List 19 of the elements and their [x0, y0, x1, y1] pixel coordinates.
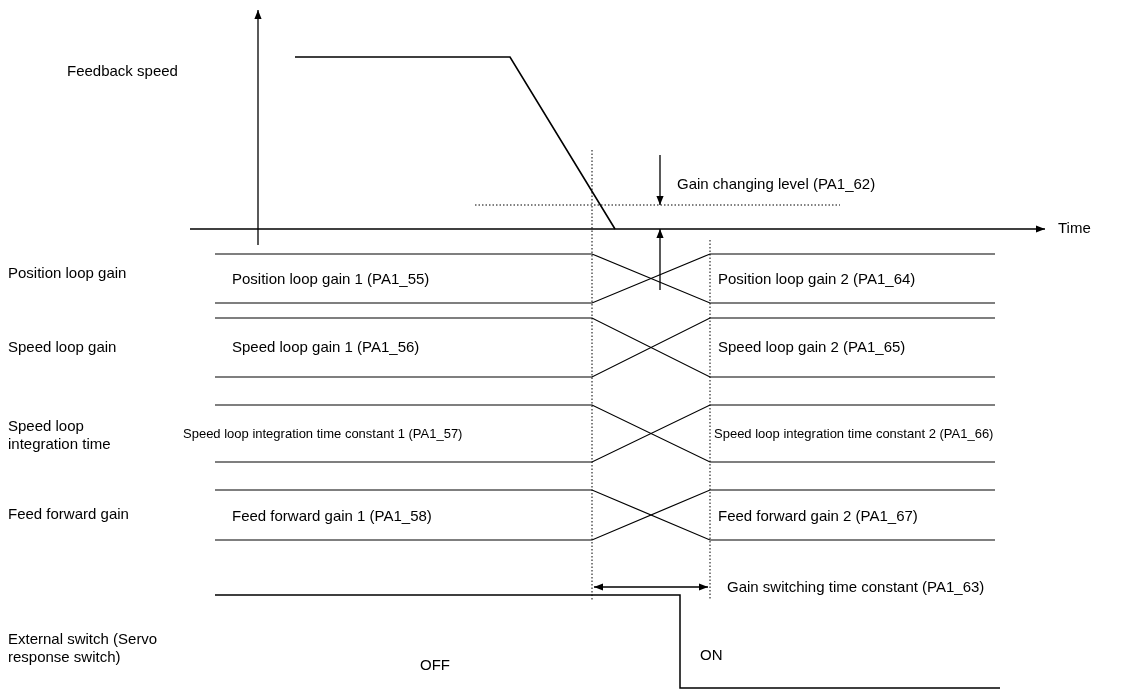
parameter-label: Position loop gain 2 (PA1_64) — [718, 270, 916, 288]
axis-label: Feedback speed — [67, 62, 178, 80]
parameter-label: Speed loop gain 2 (PA1_65) — [718, 338, 906, 356]
signal-label: Speed loop gain — [8, 338, 117, 356]
parameter-label: Speed loop integration time constant 1 (PA1_57) — [183, 425, 463, 443]
state-label: OFF — [420, 656, 450, 674]
signal-label: Position loop gain — [8, 264, 127, 282]
dimension-label: Gain switching time constant (PA1_63) — [727, 578, 985, 596]
signal-label: External switch (Servo response switch) — [8, 630, 159, 666]
parameter-label: Feed forward gain 2 (PA1_67) — [718, 507, 918, 525]
signal-label: Speed loop integration time — [8, 417, 112, 453]
state-label: ON — [700, 646, 723, 664]
axis-label: Time — [1058, 219, 1091, 237]
parameter-label: Speed loop gain 1 (PA1_56) — [232, 338, 420, 356]
signal-label: Feed forward gain — [8, 505, 129, 523]
parameter-label: Position loop gain 1 (PA1_55) — [232, 270, 430, 288]
dimension-label: Gain changing level (PA1_62) — [677, 175, 876, 193]
parameter-label: Speed loop integration time constant 2 (PA1_66) — [714, 425, 994, 443]
parameter-label: Feed forward gain 1 (PA1_58) — [232, 507, 432, 525]
